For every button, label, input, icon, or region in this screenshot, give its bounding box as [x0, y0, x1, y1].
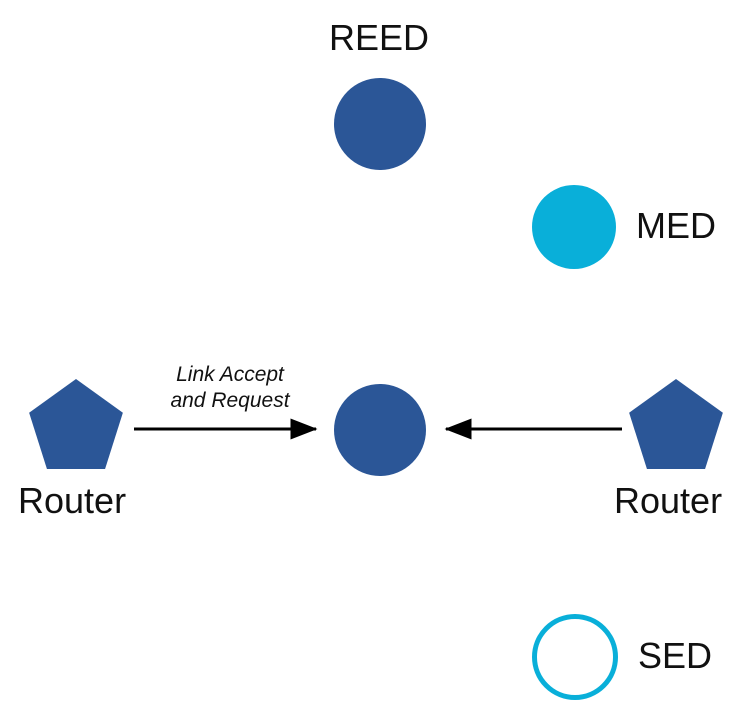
node-label-reed: REED: [329, 17, 430, 58]
node-sed[interactable]: [532, 614, 618, 700]
node-label-med: MED: [636, 205, 716, 246]
node-router-left[interactable]: [29, 379, 123, 469]
edge-label-link-accept-and-request: Link Accept and Request: [170, 363, 290, 413]
node-label-router-right: Router: [614, 480, 723, 521]
node-label-router-left: Router: [18, 480, 127, 521]
node-center-leader[interactable]: [334, 384, 426, 476]
node-reed[interactable]: [334, 78, 426, 170]
node-router-right[interactable]: [629, 379, 723, 469]
node-label-sed: SED: [638, 635, 713, 676]
node-med[interactable]: [532, 185, 616, 269]
